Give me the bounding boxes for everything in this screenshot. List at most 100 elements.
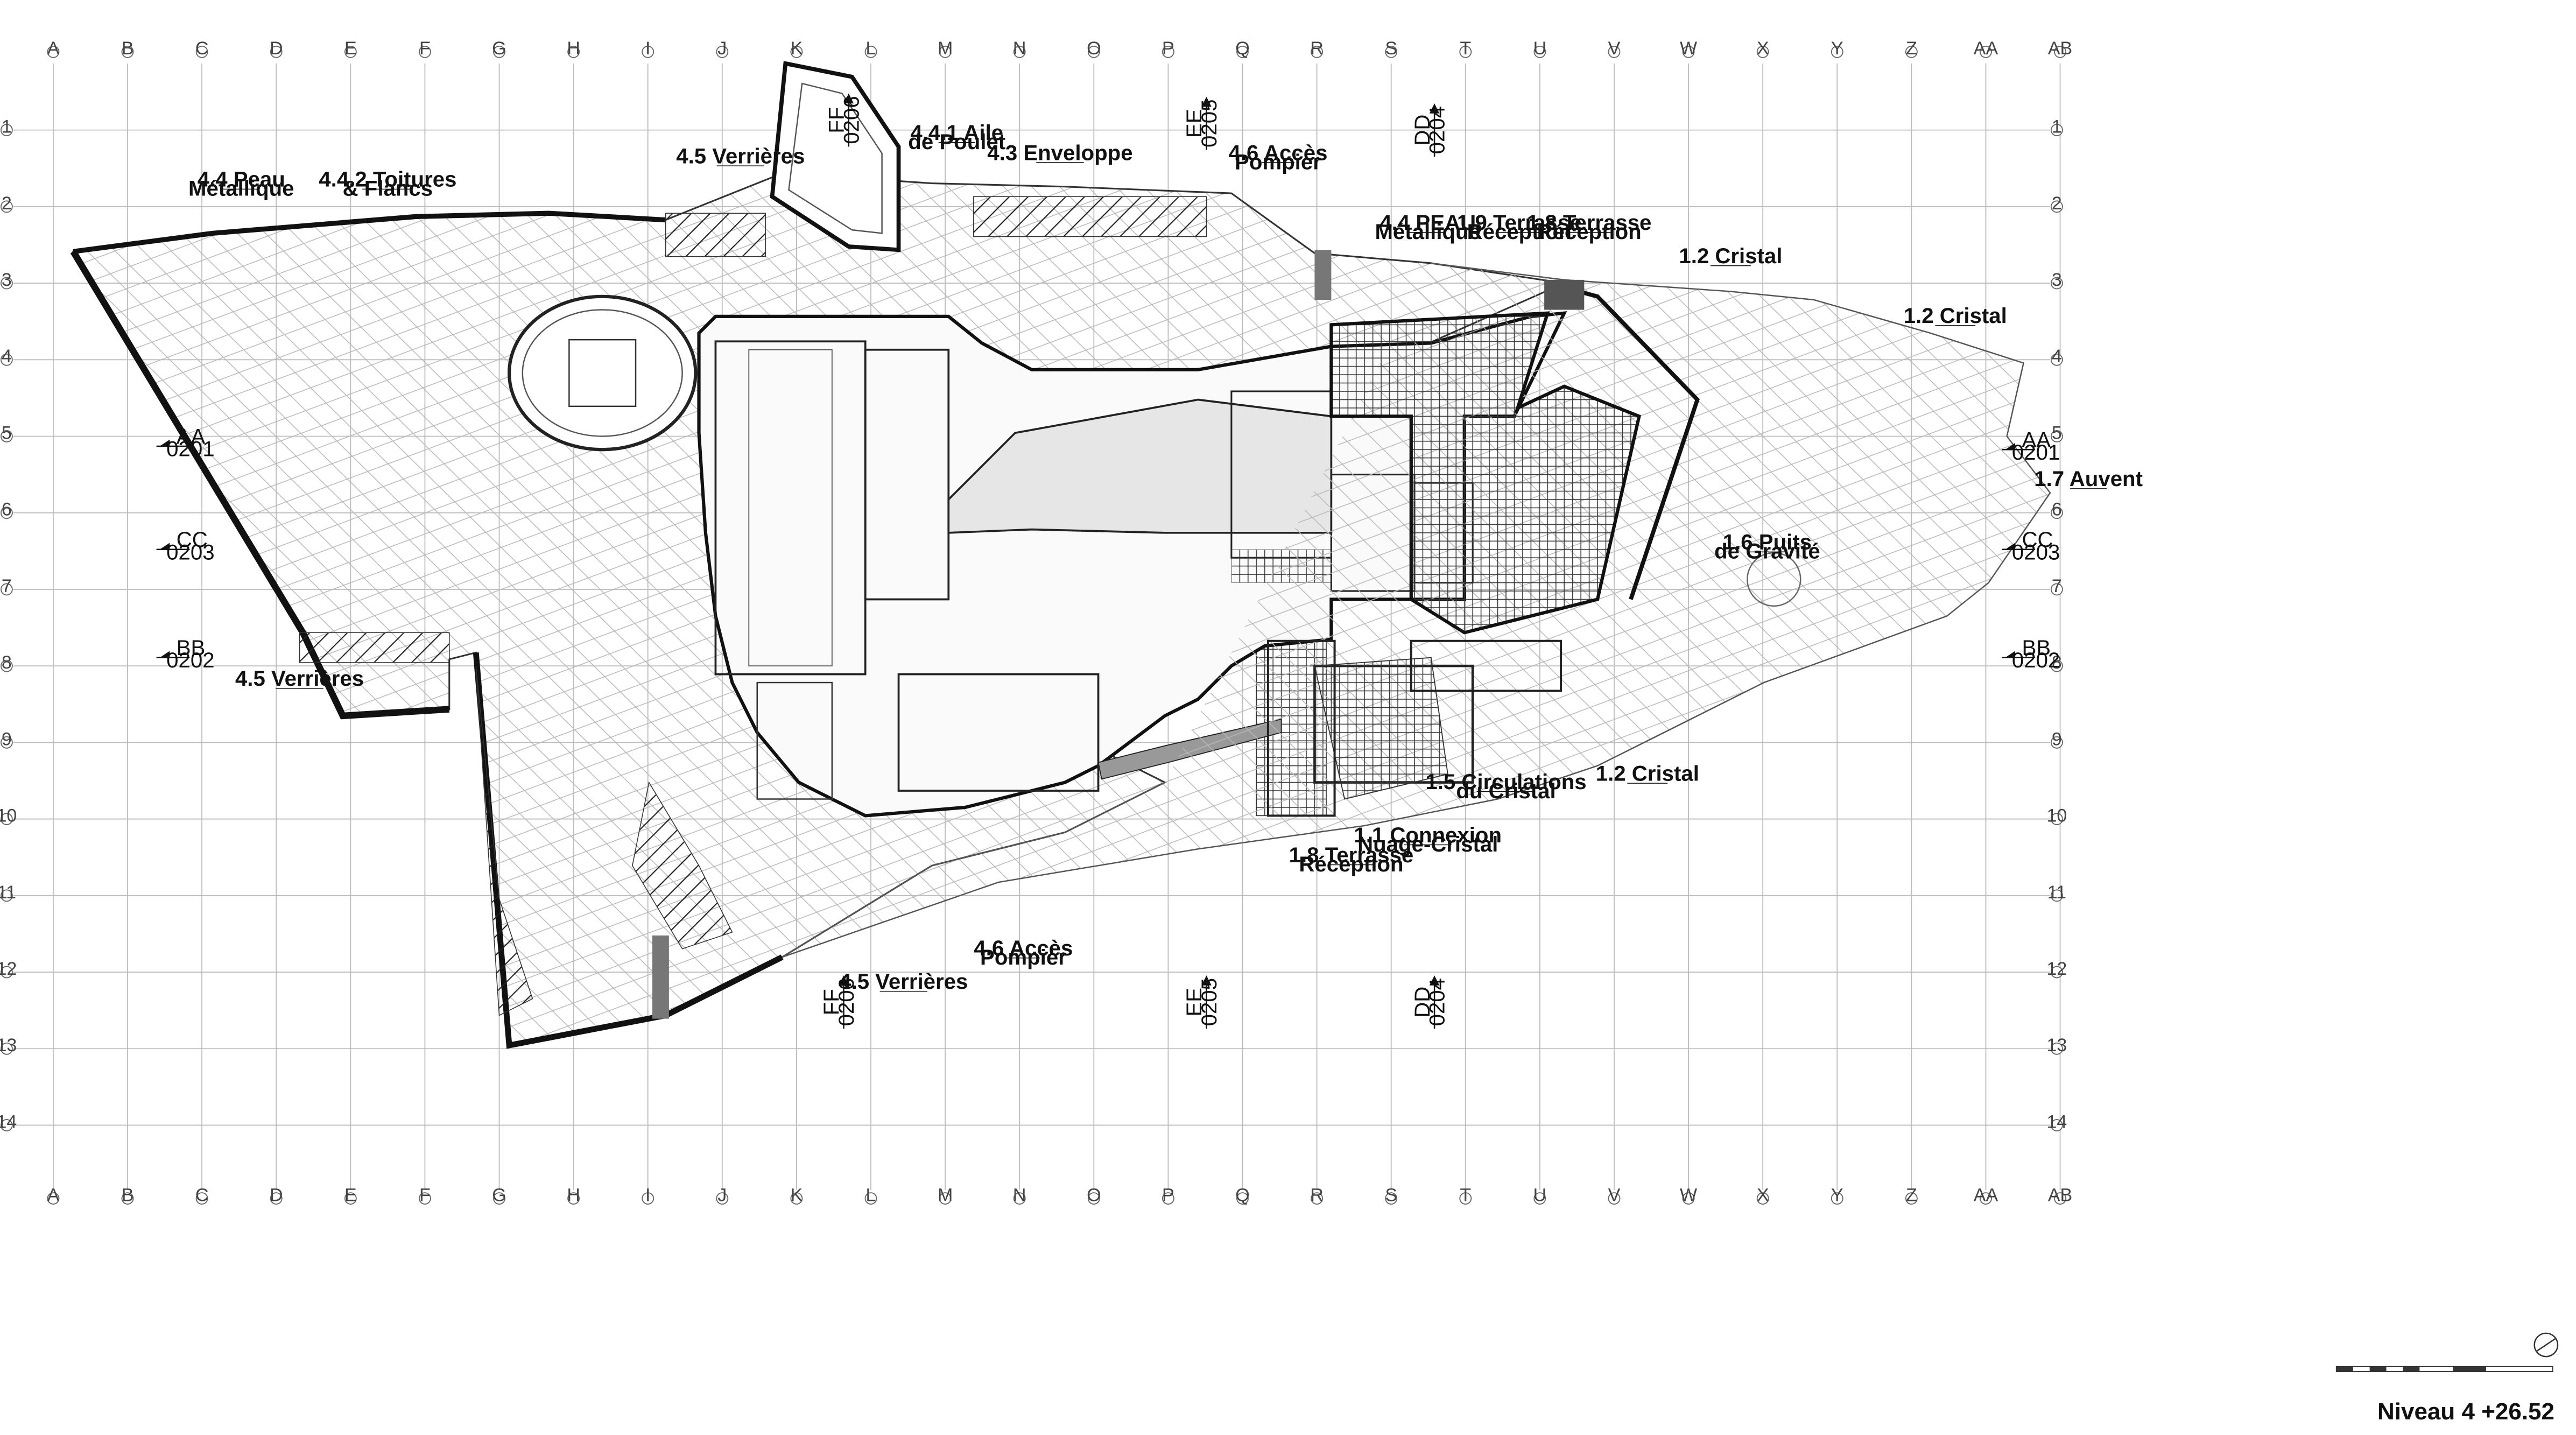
grid-column-bubble: Y	[1831, 1185, 1843, 1205]
grid-row-label: 8	[2, 652, 12, 673]
grid-column-bubble: AB	[2048, 38, 2072, 59]
sheet-title: Niveau 4 +26.52	[2377, 1398, 2554, 1425]
annotation-cristal-1: 1.2 Cristal	[1679, 244, 1782, 268]
annotation-line: Métallique	[1375, 220, 1481, 244]
annotation-line: Métallique	[188, 177, 294, 201]
section-mark-ref: 0206	[834, 978, 858, 1026]
grid-column-bubble: F	[418, 1185, 431, 1205]
crystal-volume	[652, 250, 2051, 1019]
grid-column-label: D	[270, 38, 283, 59]
grid-column-label: Q	[1235, 1185, 1249, 1205]
grid-row-bubble: 3	[2050, 270, 2063, 290]
grid-column-label: J	[717, 38, 727, 59]
grid-column-label: W	[1680, 38, 1697, 59]
section-mark-label: EE	[1182, 988, 1206, 1017]
grid-row-bubble: 6	[2050, 500, 2063, 520]
grid-column-label: O	[1087, 38, 1101, 59]
annotation-cristal-3: 1.2 Cristal	[1596, 761, 1699, 785]
section-mark-ref: 0202	[166, 648, 214, 672]
grid-column-label: T	[1460, 1185, 1471, 1205]
grid-column-bubble: I	[642, 1185, 654, 1205]
grid-column-label: Y	[1831, 38, 1843, 59]
grid-row-label: 4	[2052, 346, 2062, 367]
section-mark-ref: 0201	[2012, 440, 2060, 465]
grid-column-label: Q	[1235, 38, 1249, 59]
grid-column-label: J	[717, 1185, 727, 1205]
grid-row-label: 10	[0, 806, 17, 826]
grid-column-label: AA	[1974, 1185, 1998, 1205]
grid-column-bubble: A	[47, 1185, 60, 1205]
grid-column-label: M	[938, 38, 953, 59]
annotation-cristal-2: 1.2 Cristal	[1904, 304, 2007, 328]
grid-column-label: X	[1757, 1185, 1769, 1205]
section-mark-label: CC	[177, 527, 208, 552]
grid-row-label: 6	[2, 500, 12, 520]
annotation-line: Pompier	[980, 945, 1067, 969]
grid-column-bubble: W	[1680, 38, 1697, 59]
grid-column-label: K	[791, 1185, 803, 1205]
grid-row-label: 7	[2, 576, 12, 596]
grid-column-bubble: E	[344, 38, 357, 59]
annotation-toitures-flancs: 4.4.2 Toitures& Flancs	[319, 167, 456, 201]
grid-row-bubble: 7	[0, 576, 13, 596]
grid-column-label: B	[122, 38, 134, 59]
grid-column-label: G	[492, 38, 506, 59]
annotation-line: Nuage-Cristal	[1357, 832, 1498, 856]
section-mark-label: AA	[2022, 428, 2051, 452]
grid-column-bubble: R	[1310, 1185, 1324, 1205]
grid-column-bubble: V	[1608, 1185, 1621, 1205]
section-mark-label: EE	[1182, 109, 1206, 138]
grid-column-bubble: K	[790, 1185, 803, 1205]
annotation-line: & Flancs	[343, 177, 433, 201]
grid-column-label: U	[1533, 1185, 1547, 1205]
grid-column-bubble: M	[938, 1185, 953, 1205]
grid-row-label: 7	[2052, 576, 2062, 596]
grid-column-bubble: X	[1756, 38, 1769, 59]
grid-column-bubble: O	[1087, 38, 1101, 59]
section-mark-ref: 0202	[2012, 648, 2060, 672]
grid-column-bubble: M	[938, 38, 953, 59]
grid-column-label: C	[195, 38, 209, 59]
grid-column-label: B	[122, 1185, 134, 1205]
grid-column-bubble: N	[1013, 1185, 1026, 1205]
annotation-line: 1.6 Puits	[1723, 530, 1812, 554]
grid-column-bubble: L	[864, 38, 877, 59]
section-mark-ref: 0205	[1197, 978, 1221, 1026]
grid-row-label: 9	[2, 729, 12, 749]
grid-row-bubble: 5	[2050, 423, 2063, 443]
section-mark-label: FF	[819, 989, 843, 1015]
grid-column-bubble: E	[344, 1185, 357, 1205]
aile-de-poulet	[770, 61, 901, 252]
section-mark-ref: 0203	[2012, 540, 2060, 564]
section-mark-ref: 0204	[1425, 978, 1449, 1026]
rotunda	[507, 294, 698, 452]
grid-column-bubble: X	[1756, 1185, 1769, 1205]
grid-row-label: 12	[2046, 959, 2067, 979]
annotation-line: 4.4 PEAU	[1380, 210, 1476, 235]
grid-column-bubble: Q	[1235, 38, 1249, 59]
grid-row-bubble: 4	[2050, 346, 2063, 367]
grid-column-label: U	[1533, 38, 1547, 59]
grid-row-label: 8	[2052, 652, 2062, 673]
grid-column-label: I	[645, 1185, 650, 1205]
grid-row-bubble: 6	[0, 500, 13, 520]
section-mark-label: DD	[1410, 987, 1434, 1018]
grid-row-bubble: 13	[2046, 1035, 2067, 1056]
grid-column-label: P	[1162, 1185, 1174, 1205]
grid-column-bubble: N	[1013, 38, 1026, 59]
annotation-line: 1.5 Circulations	[1425, 770, 1586, 794]
grid-row-bubble: 14	[0, 1112, 17, 1132]
annotation-line: 4.4.2 Toitures	[319, 167, 456, 192]
grid-column-bubble: AB	[2048, 1185, 2072, 1205]
